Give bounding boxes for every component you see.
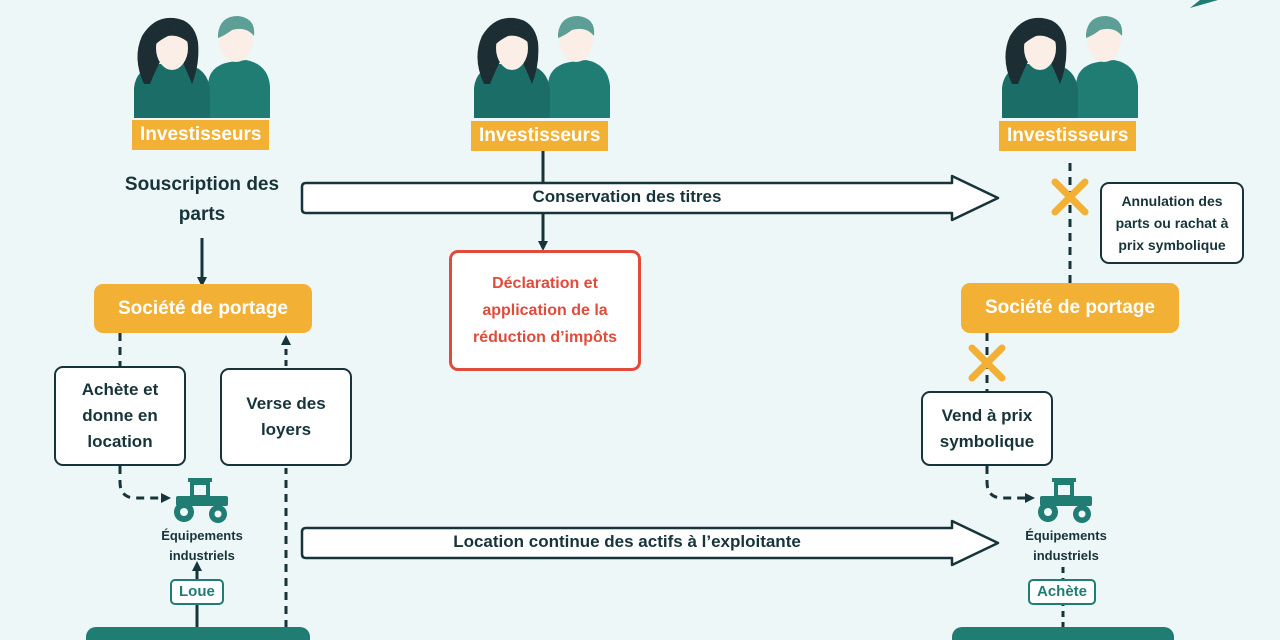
investors-icon bbox=[1002, 16, 1138, 118]
sell-box: Vend à prix symbolique bbox=[921, 391, 1053, 466]
declaration-box: Déclaration et application de la réducti… bbox=[449, 250, 641, 371]
pay-rent-box: Verse des loyers bbox=[220, 368, 352, 466]
conservation-label: Conservation des titres bbox=[532, 187, 722, 206]
cross-icon bbox=[1051, 178, 1089, 216]
equipment-label-right: Équipements industriels bbox=[1025, 528, 1107, 563]
buy-to-equipment-arrow bbox=[118, 466, 171, 503]
investors-icon bbox=[474, 16, 610, 118]
tractor-icon bbox=[174, 478, 228, 523]
investors-label-left: Investisseurs bbox=[132, 120, 270, 150]
cross-icon bbox=[968, 344, 1006, 382]
achete-tag: Achète bbox=[1028, 579, 1097, 605]
investors-label-middle: Investisseurs bbox=[471, 121, 609, 151]
subscription-text: Souscription des parts bbox=[124, 174, 280, 225]
tractor-icon bbox=[1038, 478, 1092, 523]
annulation-box: Annulation des parts ou rachat à prix sy… bbox=[1100, 182, 1244, 264]
corner-decoration bbox=[1190, 0, 1218, 8]
portage-box-left: Société de portage bbox=[94, 284, 312, 333]
bottom-bar-right bbox=[952, 627, 1174, 640]
conservation-block-arrow bbox=[300, 174, 1000, 222]
equipment-label-left: Équipements industriels bbox=[161, 528, 243, 563]
loue-tag: Loue bbox=[170, 579, 224, 605]
investors-label-right: Investisseurs bbox=[999, 121, 1137, 151]
buy-rent-box: Achète et donne en location bbox=[54, 366, 186, 466]
location-block-arrow bbox=[300, 519, 1000, 567]
bottom-bar-left bbox=[86, 627, 310, 640]
investors-icon bbox=[134, 16, 270, 118]
portage-box-right: Société de portage bbox=[961, 283, 1179, 333]
location-label: Location continue des actifs à l’exploit… bbox=[453, 532, 801, 551]
sell-to-equipment-arrow bbox=[985, 466, 1035, 503]
